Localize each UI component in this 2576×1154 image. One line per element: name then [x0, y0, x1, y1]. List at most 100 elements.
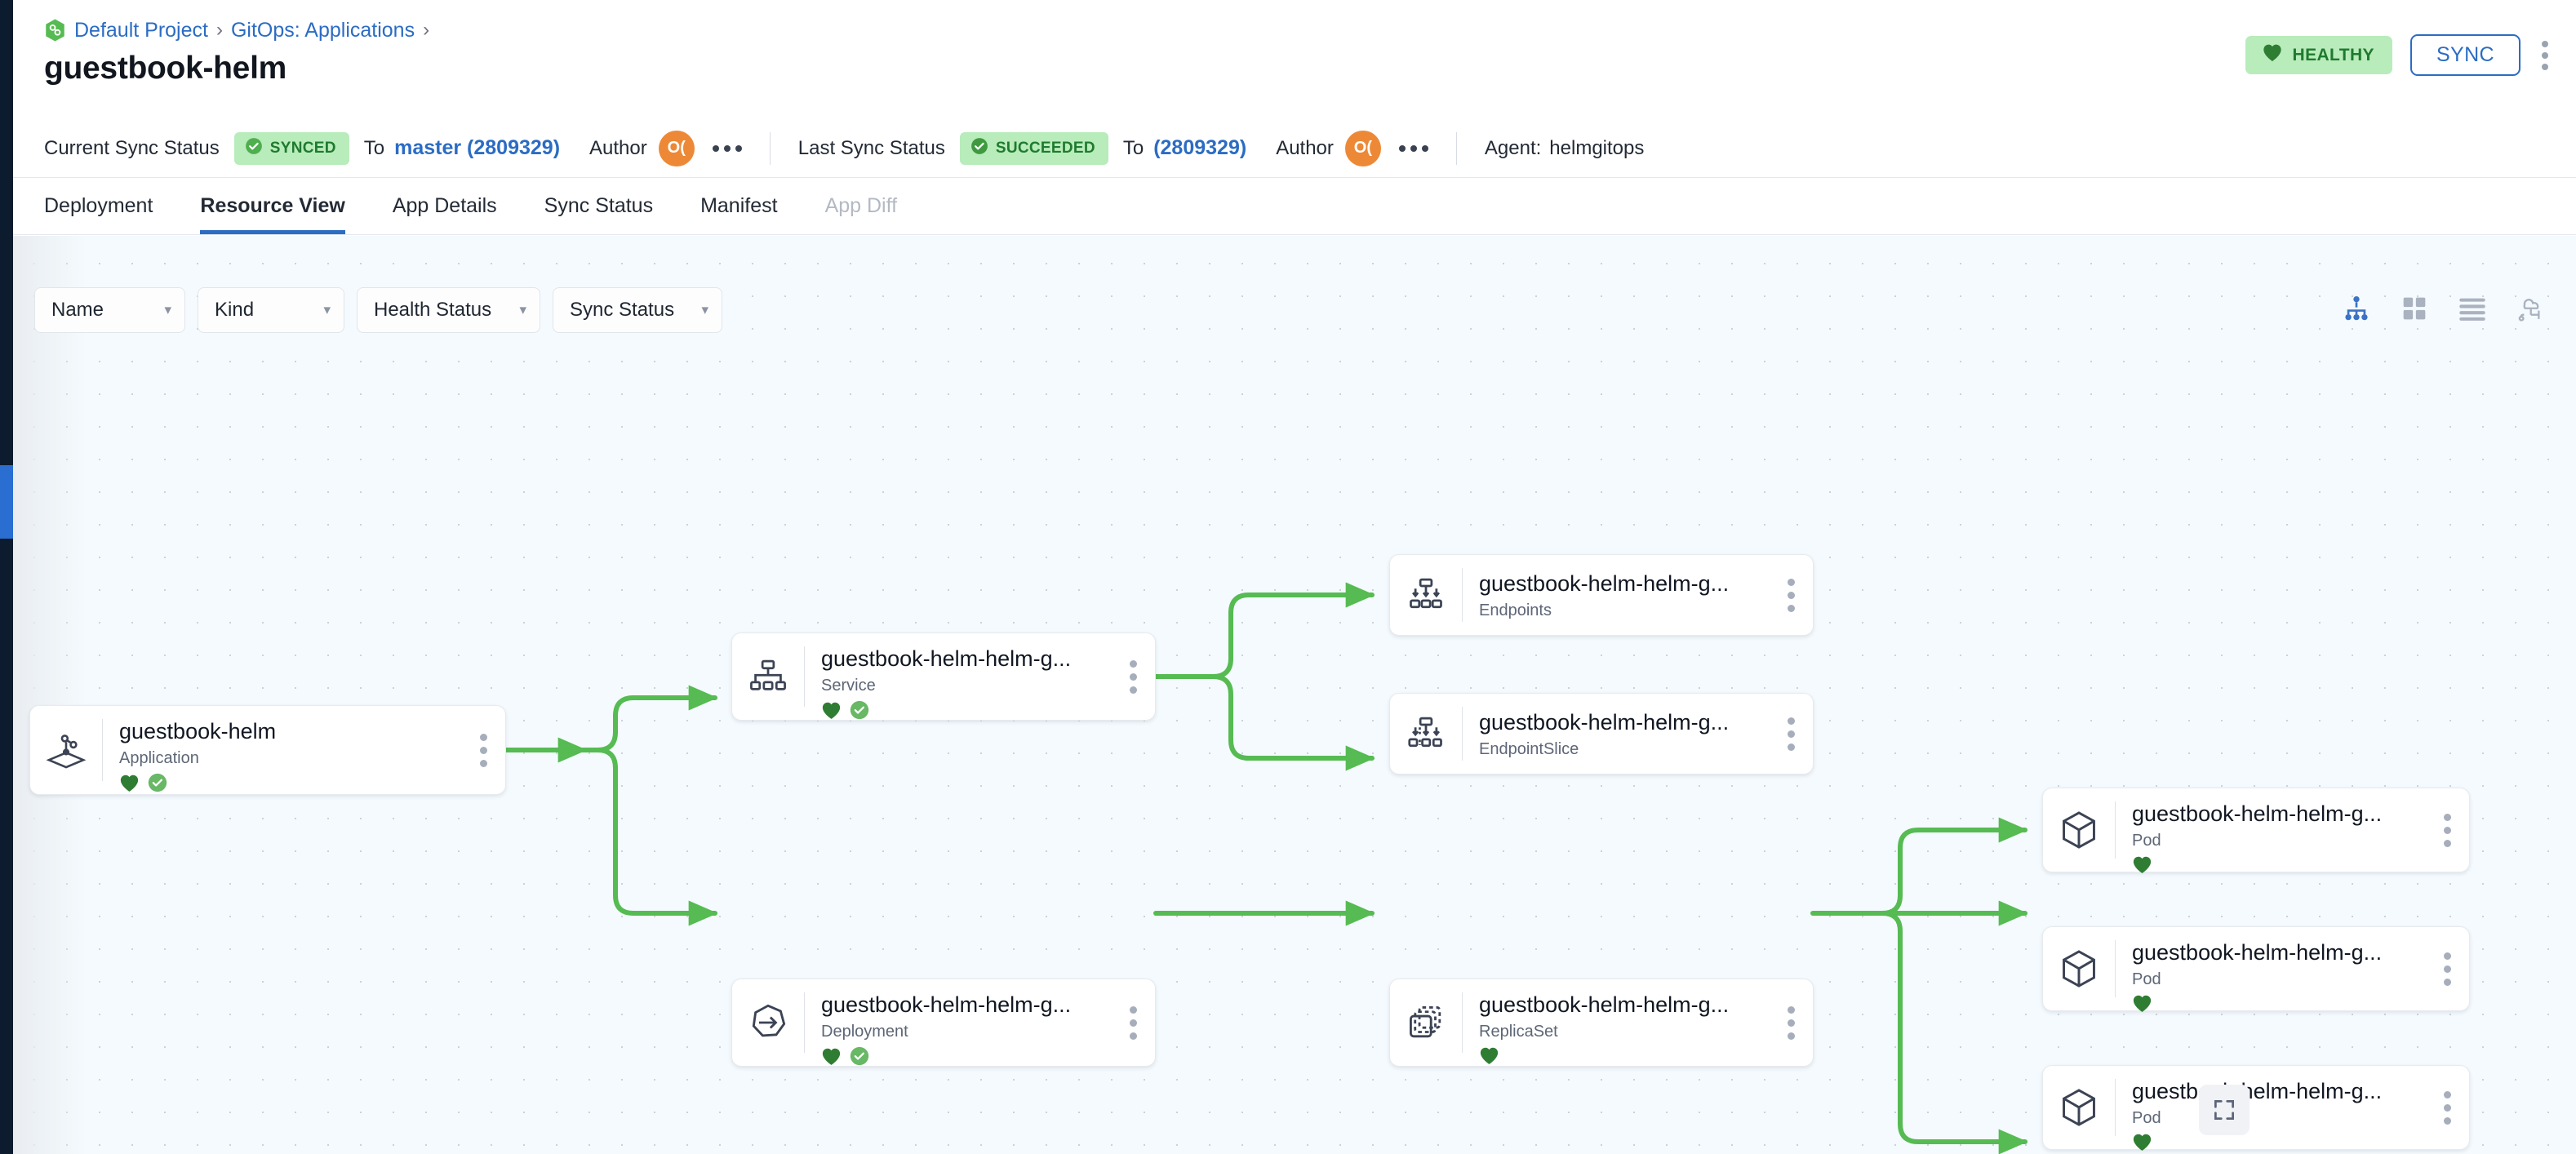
tab-bar: Deployment Resource View App Details Syn… — [13, 178, 2576, 235]
node-divider — [1462, 707, 1463, 761]
divider-agent — [1455, 131, 1457, 165]
filter-name[interactable]: Name ▾ — [34, 287, 185, 333]
node-overflow-menu[interactable] — [1111, 979, 1155, 1066]
breadcrumb-item-default-project[interactable]: Default Project — [74, 19, 208, 42]
resource-graph-canvas[interactable]: Name ▾ Kind ▾ Health Status ▾ Sync Statu… — [13, 236, 2576, 1154]
tab-manifest[interactable]: Manifest — [700, 194, 778, 217]
breadcrumb-item-gitops-applications[interactable]: GitOps: Applications — [230, 19, 415, 42]
synced-check-icon — [850, 700, 869, 724]
chevron-down-icon: ▾ — [323, 302, 331, 317]
node-overflow-menu[interactable] — [1111, 633, 1155, 720]
filter-health-status[interactable]: Health Status ▾ — [357, 287, 540, 333]
node-overflow-menu[interactable] — [2425, 788, 2469, 872]
page-header: Default Project › GitOps: Applications ›… — [13, 0, 2576, 119]
avatar[interactable]: O( — [658, 130, 695, 166]
heart-icon — [119, 774, 140, 797]
tab-sync-status[interactable]: Sync Status — [544, 194, 654, 217]
node-content: guestbook-helm-helm-g... Endpoints — [1463, 555, 1813, 635]
node-kind: Deployment — [821, 1023, 908, 1041]
kebab-vertical-icon[interactable] — [2538, 38, 2552, 73]
avatar-last-sync[interactable]: O( — [1344, 130, 1381, 166]
resource-node-endpointslice[interactable]: guestbook-helm-helm-g... EndpointSlice — [1389, 693, 1814, 775]
breadcrumb-separator: › — [215, 19, 223, 41]
node-content: guestbook-helm-helm-g... Pod — [2116, 927, 2469, 1012]
pod-icon — [2043, 788, 2115, 872]
current-sync-to-label: To — [363, 136, 385, 159]
left-nav-rail-active-indicator — [0, 465, 13, 539]
page-title: guestbook-helm — [44, 51, 286, 86]
status-badge-health-label: HEALTHY — [2292, 45, 2374, 64]
tab-resource-view[interactable]: Resource View — [176, 178, 368, 234]
node-title: guestbook-helm-helm-g... — [1479, 710, 1730, 735]
heart-icon — [1479, 1046, 1499, 1069]
last-sync-overflow-icon[interactable] — [1398, 144, 1428, 152]
resource-node-pod[interactable]: guestbook-helm-helm-g... Pod — [2042, 1065, 2470, 1151]
status-badge-health[interactable]: HEALTHY — [2245, 36, 2392, 74]
view-mode-toggle-group — [2343, 295, 2547, 326]
resource-node-endpoints[interactable]: guestbook-helm-helm-g... Endpoints — [1389, 554, 1814, 636]
node-status-badges — [2132, 994, 2469, 1017]
heart-icon — [2132, 994, 2152, 1017]
node-content: guestbook-helm-helm-g... Pod — [2116, 788, 2469, 873]
current-sync-revision-link[interactable]: master (2809329) — [394, 136, 561, 159]
current-sync-status-chip-label: SYNCED — [269, 139, 336, 157]
node-content: guestbook-helm Application — [103, 706, 505, 794]
node-status-badges — [1479, 1046, 1813, 1069]
pod-icon — [2043, 1066, 2115, 1149]
node-overflow-menu[interactable] — [2425, 927, 2469, 1010]
resource-node-pod[interactable]: guestbook-helm-helm-g... Pod — [2042, 788, 2470, 873]
node-status-badges — [2132, 855, 2469, 878]
node-content: guestbook-helm-helm-g... EndpointSlice — [1463, 694, 1813, 774]
tree-view-icon[interactable] — [2343, 295, 2370, 326]
node-divider — [1462, 992, 1463, 1053]
left-nav-rail[interactable] — [0, 0, 13, 1154]
fullscreen-icon[interactable] — [2199, 1085, 2250, 1135]
agent-label: Agent: — [1484, 136, 1542, 159]
list-view-icon[interactable] — [2458, 296, 2486, 325]
resource-node-deployment[interactable]: guestbook-helm-helm-g... Deployment — [731, 979, 1156, 1067]
filter-bar: Name ▾ Kind ▾ Health Status ▾ Sync Statu… — [34, 287, 722, 333]
chevron-down-icon: ▾ — [519, 302, 526, 317]
grid-view-icon[interactable] — [2401, 295, 2427, 326]
node-divider — [1462, 568, 1463, 622]
heart-icon — [821, 701, 842, 724]
network-view-icon[interactable] — [2517, 295, 2547, 326]
header-actions: HEALTHY SYNC — [2245, 34, 2552, 76]
agent-value: helmgitops — [1549, 136, 1645, 159]
node-overflow-menu[interactable] — [1769, 694, 1813, 774]
node-title: guestbook-helm-helm-g... — [1479, 992, 1730, 1017]
node-kind: ReplicaSet — [1479, 1023, 1558, 1041]
tab-app-diff: App Diff — [824, 194, 898, 217]
node-overflow-menu[interactable] — [461, 706, 505, 794]
application-icon — [30, 706, 102, 794]
sync-button[interactable]: SYNC — [2409, 34, 2520, 76]
node-overflow-menu[interactable] — [1769, 555, 1813, 635]
filter-sync-status[interactable]: Sync Status ▾ — [553, 287, 722, 333]
node-kind: Application — [119, 749, 199, 767]
current-sync-status-label: Current Sync Status — [44, 136, 220, 159]
resource-node-replicaset[interactable]: guestbook-helm-helm-g... ReplicaSet — [1389, 979, 1814, 1067]
resource-node-service[interactable]: guestbook-helm-helm-g... Service — [731, 632, 1156, 721]
node-content: guestbook-helm-helm-g... Pod — [2116, 1066, 2469, 1151]
synced-check-icon — [148, 773, 167, 797]
endpoints-icon — [1390, 555, 1462, 635]
node-overflow-menu[interactable] — [1769, 979, 1813, 1066]
tab-app-details[interactable]: App Details — [392, 194, 497, 217]
graph-edges — [504, 582, 2028, 1154]
resource-node-application[interactable]: guestbook-helm Application — [29, 705, 506, 795]
current-sync-status-chip: SYNCED — [233, 131, 349, 165]
tab-deployment[interactable]: Deployment — [44, 194, 153, 217]
current-sync-overflow-icon[interactable] — [712, 144, 742, 152]
node-kind: Pod — [2132, 970, 2161, 988]
project-icon — [44, 18, 66, 42]
chevron-down-icon: ▾ — [701, 302, 708, 317]
chevron-down-icon: ▾ — [164, 302, 171, 317]
filter-kind[interactable]: Kind ▾ — [198, 287, 344, 333]
heart-icon — [2132, 855, 2152, 878]
last-sync-revision-link[interactable]: (2809329) — [1153, 136, 1247, 159]
resource-node-pod[interactable]: guestbook-helm-helm-g... Pod — [2042, 926, 2470, 1012]
node-divider — [2115, 940, 2116, 997]
node-kind: EndpointSlice — [1479, 740, 1579, 758]
node-overflow-menu[interactable] — [2425, 1066, 2469, 1149]
